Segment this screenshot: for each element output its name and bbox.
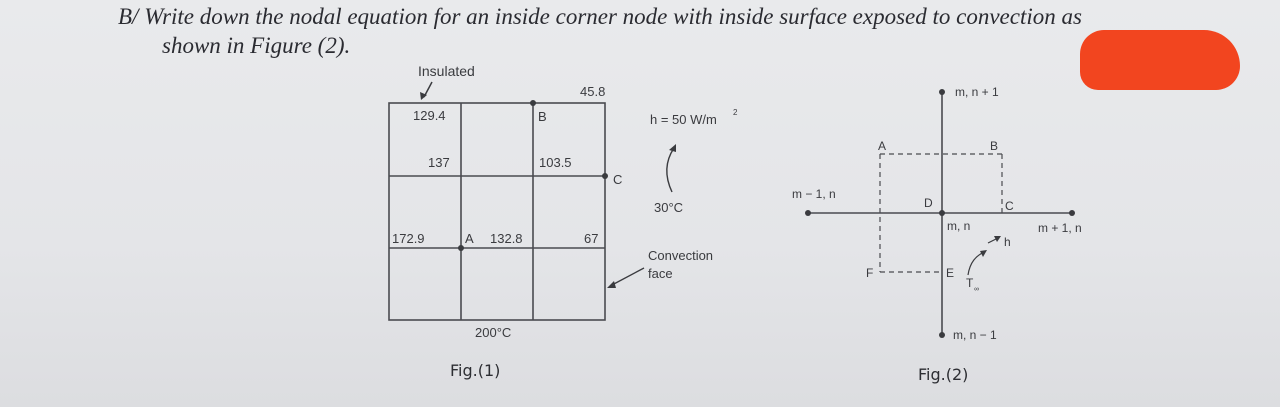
node-bottom-label: m, n − 1: [953, 328, 997, 342]
fig1: Insulated 129.4 137 172.9 A 132.8 B 103.…: [388, 63, 738, 380]
bottom-temp-label: 200°C: [475, 325, 511, 340]
node-c-dot: [602, 173, 608, 179]
fig2: m, n + 1 m − 1, n m, n m + 1, n m, n − 1…: [792, 85, 1082, 384]
value-45-8: 45.8: [580, 84, 605, 99]
node-b-dot: [530, 100, 536, 106]
value-137: 137: [428, 155, 450, 170]
node-c-label: C: [613, 172, 622, 187]
t-infinity-symbol: T: [966, 276, 974, 290]
corner-d-label: D: [924, 196, 933, 210]
node-center-label: m, n: [947, 219, 970, 233]
h-symbol: h: [1004, 235, 1011, 249]
value-132-8: 132.8: [490, 231, 523, 246]
question-line-1: B/ Write down the nodal equation for an …: [118, 4, 1082, 29]
fig2-caption: Fig.(2): [918, 365, 968, 384]
t-infinity-arrow: [967, 251, 985, 276]
question-text: B/ Write down the nodal equation for an …: [118, 2, 1258, 60]
node-a-dot: [458, 245, 464, 251]
corner-a-label: A: [878, 139, 886, 153]
h-arrowhead: [994, 236, 1001, 242]
node-a-label: A: [465, 231, 474, 246]
insulated-arrowhead: [420, 92, 427, 100]
value-172-9: 172.9: [392, 231, 425, 246]
node-center-dot: [939, 210, 945, 216]
insulated-label: Insulated: [418, 63, 475, 79]
node-bottom-dot: [939, 332, 945, 338]
ambient-temp-label: 30°C: [654, 200, 683, 215]
node-right-dot: [1069, 210, 1075, 216]
control-volume-outline: [879, 153, 1003, 273]
convection-arrowhead: [669, 144, 676, 152]
corner-b-label: B: [990, 139, 998, 153]
node-left-dot: [805, 210, 811, 216]
h-coefficient-label: h = 50 W/m: [650, 112, 717, 127]
fig1-caption: Fig.(1): [450, 361, 500, 380]
t-infinity-subscript: ∞: [974, 286, 979, 293]
convection-face-label-2: face: [648, 266, 673, 281]
convection-face-arrowhead: [607, 281, 616, 288]
value-103-5: 103.5: [539, 155, 572, 170]
corner-c-label: C: [1005, 199, 1014, 213]
value-67: 67: [584, 231, 598, 246]
t-infinity-arrowhead: [980, 250, 987, 257]
node-right-label: m + 1, n: [1038, 221, 1082, 235]
redaction-mark: [1080, 30, 1240, 90]
value-129-4: 129.4: [413, 108, 446, 123]
fig1-grid: [388, 102, 606, 321]
corner-e-label: E: [946, 266, 954, 280]
node-top-dot: [939, 89, 945, 95]
h-coefficient-exponent: 2: [733, 108, 738, 117]
question-line-2: shown in Figure (2).: [162, 33, 351, 58]
node-b-label: B: [538, 109, 547, 124]
corner-f-label: F: [866, 266, 873, 280]
node-left-label: m − 1, n: [792, 187, 836, 201]
convection-face-label-1: Convection: [648, 248, 713, 263]
node-top-label: m, n + 1: [955, 85, 999, 99]
convection-arrow: [666, 147, 675, 193]
convection-face-pointer: [611, 267, 645, 286]
